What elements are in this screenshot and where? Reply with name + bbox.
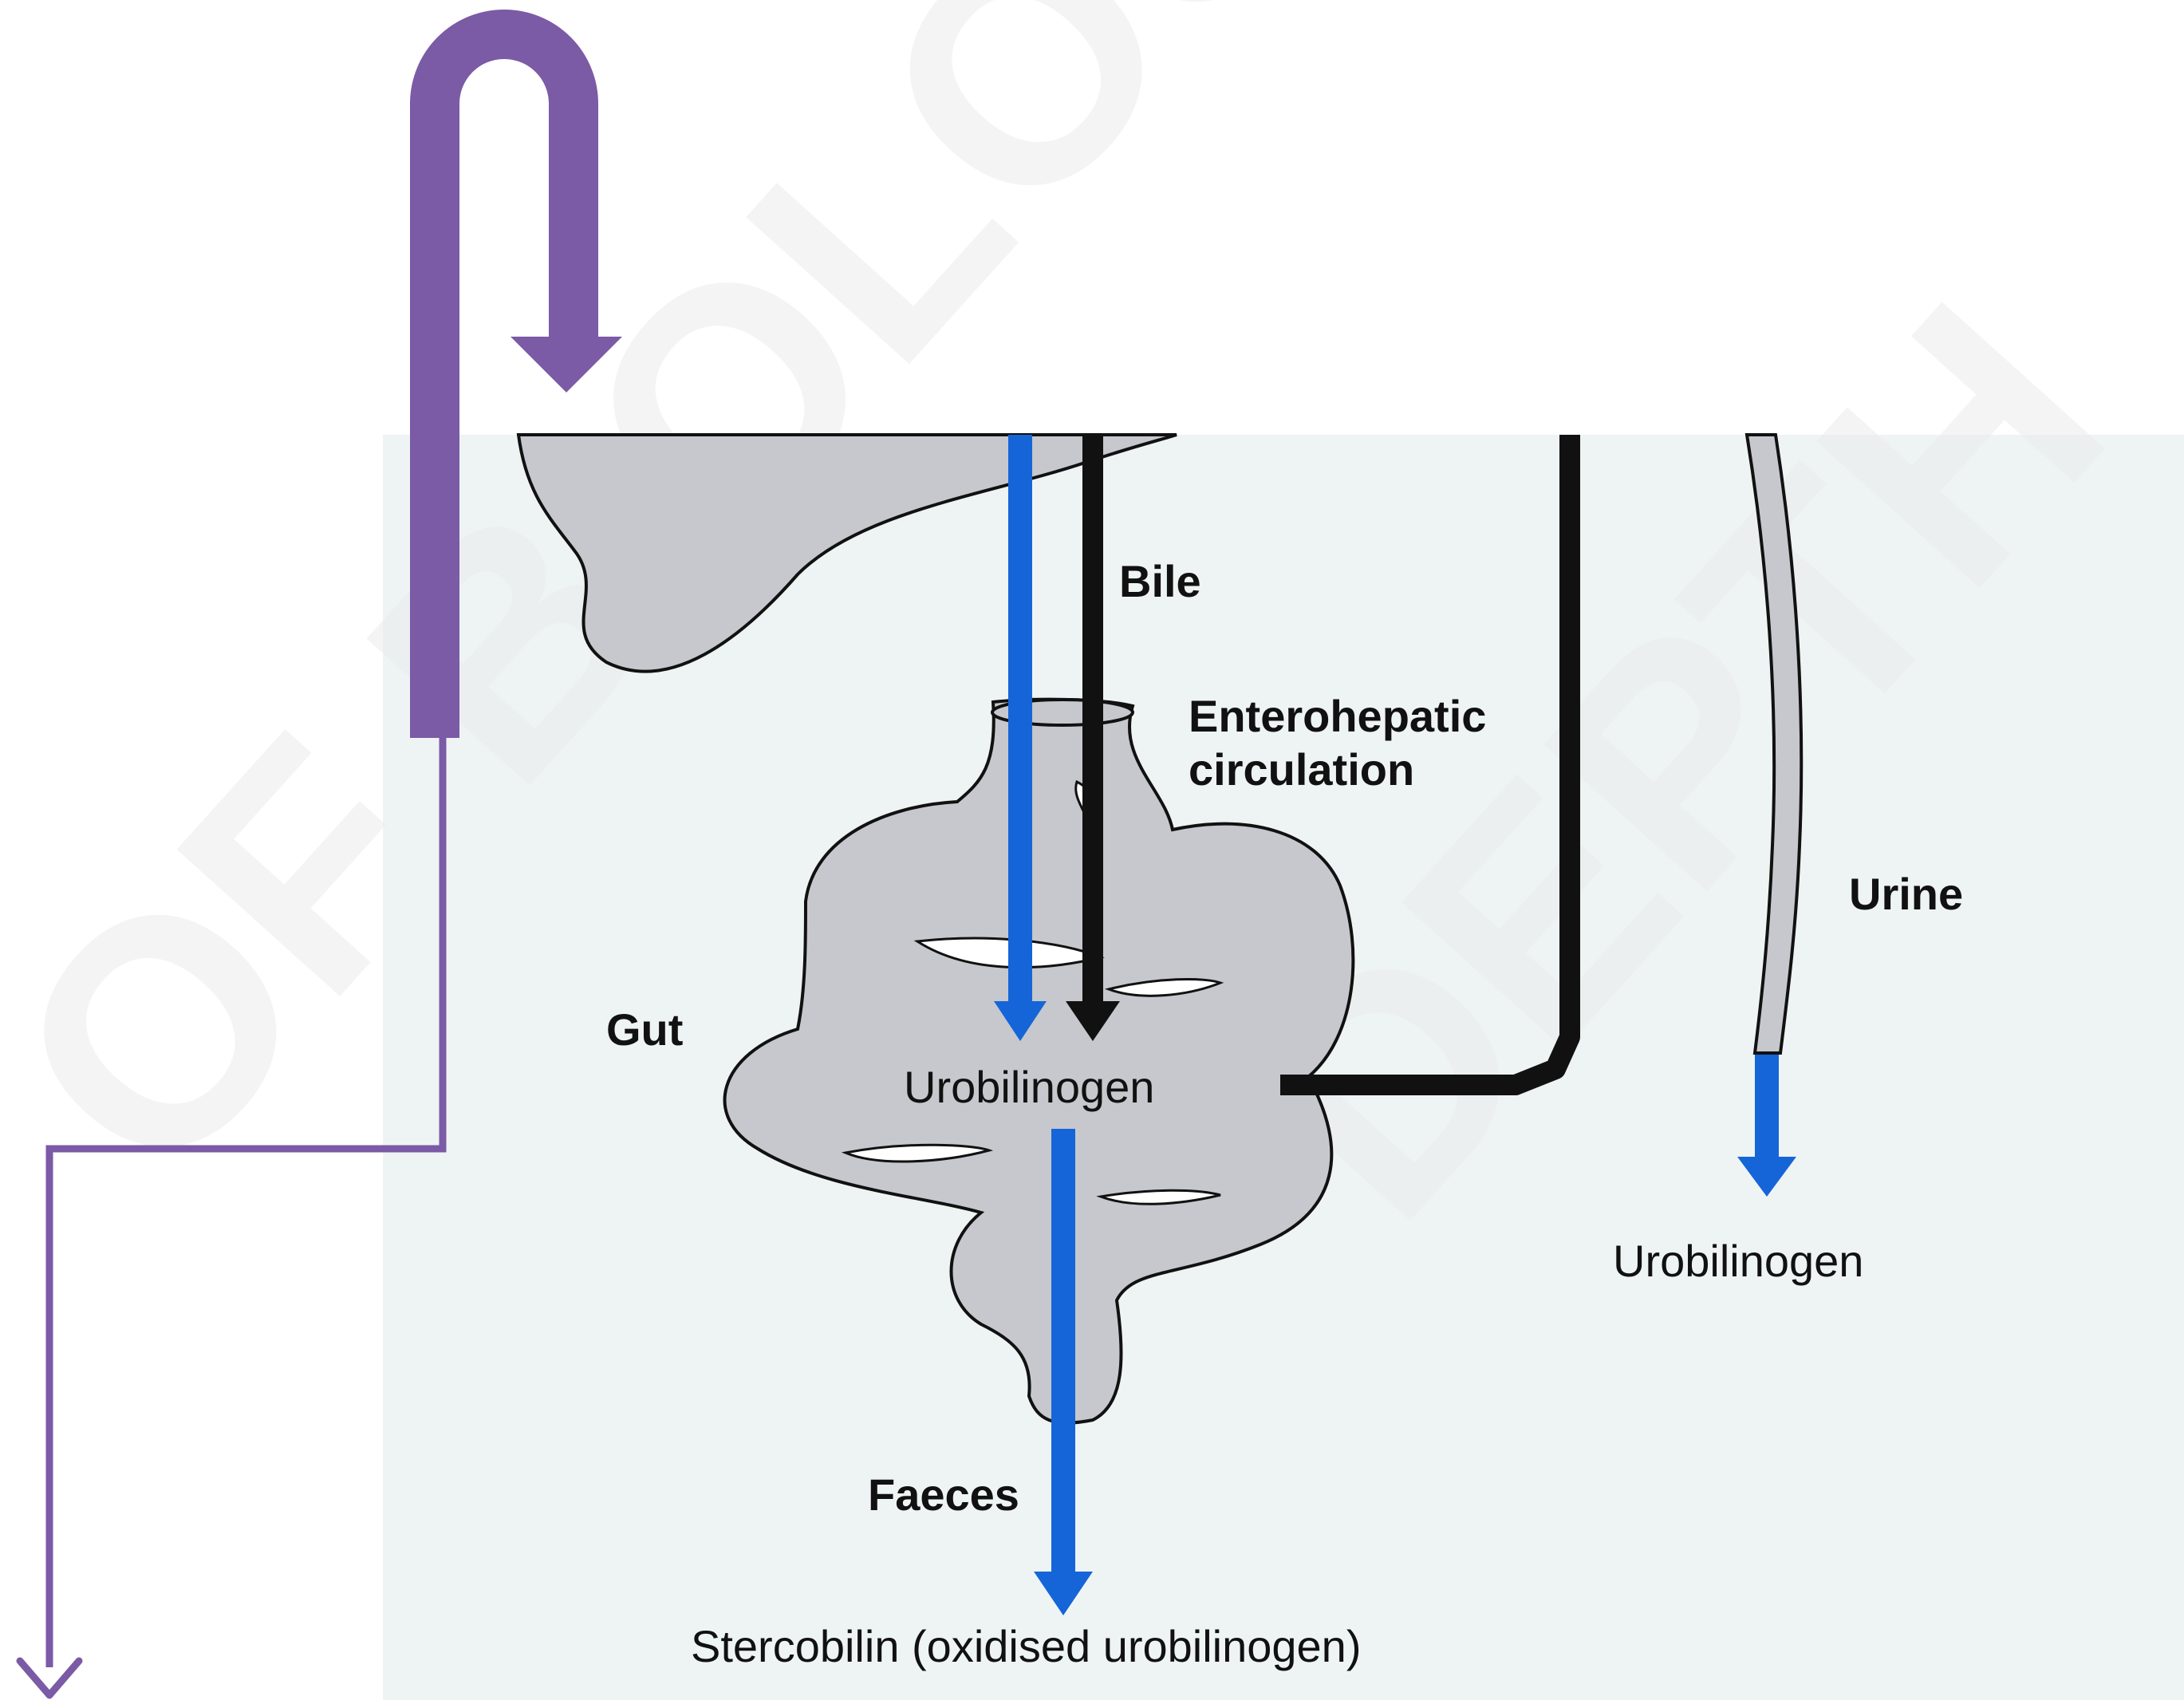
label-urobilinogen-gut: Urobilinogen: [904, 1062, 1154, 1112]
label-bile: Bile: [1119, 556, 1201, 606]
label-gut: Gut: [606, 1004, 683, 1055]
label-faeces: Faeces: [868, 1469, 1019, 1520]
label-enterohepatic-line2: circulation: [1189, 744, 1414, 795]
label-enterohepatic-line1: Enterohepatic: [1189, 691, 1486, 741]
label-urine: Urine: [1849, 869, 1963, 919]
label-stercobilin: Stercobilin (oxidised urobilinogen): [691, 1621, 1361, 1671]
label-urobilinogen-urine: Urobilinogen: [1613, 1236, 1863, 1286]
